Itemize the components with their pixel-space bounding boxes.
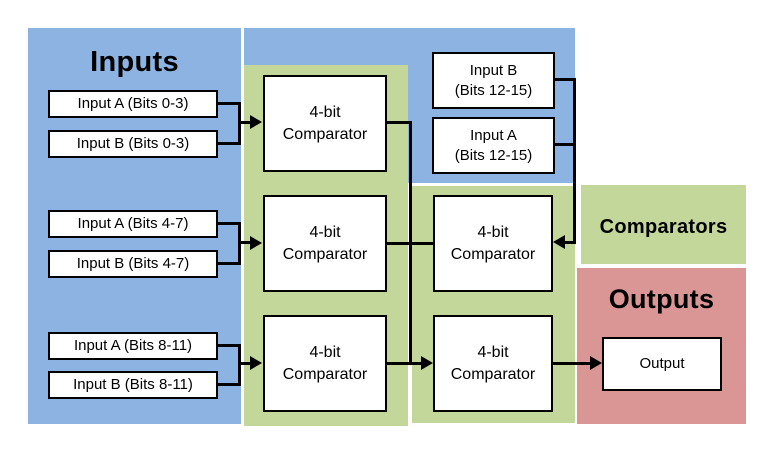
input-b-bits-0-3-label: Input B (Bits 0-3) xyxy=(76,135,190,153)
wire-input-b-12-15 xyxy=(555,78,576,81)
comparator-1-label-line1: 4-bit xyxy=(309,104,341,122)
output-box: Output xyxy=(602,337,722,391)
wire-input-b-4-7 xyxy=(218,262,241,265)
arrow-right-icon xyxy=(250,115,262,129)
outputs-title: Outputs xyxy=(608,284,715,314)
wire-input-a-0-3 xyxy=(218,102,241,105)
comparator-4-label-line1: 4-bit xyxy=(477,224,509,242)
inputs-title: Inputs xyxy=(90,46,179,78)
arrow-right-icon xyxy=(250,356,262,370)
arrow-right-icon xyxy=(421,356,433,370)
comparator-1-box: 4-bit Comparator xyxy=(263,75,387,172)
wire-stub-0-3 xyxy=(238,121,251,124)
arrow-right-icon xyxy=(590,356,602,370)
input-b-bits-0-3-box: Input B (Bits 0-3) xyxy=(48,130,218,158)
wire-join-8-11 xyxy=(238,344,241,386)
input-a-bits-0-3-label: Input A (Bits 0-3) xyxy=(77,95,189,113)
wire-comp5-to-output xyxy=(553,362,591,365)
wire-input-a-8-11 xyxy=(218,344,241,347)
comparator-2-box: 4-bit Comparator xyxy=(263,195,387,292)
comparator-5-label-line2: Comparator xyxy=(450,365,536,383)
input-a-bits-8-11-box: Input A (Bits 8-11) xyxy=(48,332,218,360)
comparator-4-box: 4-bit Comparator xyxy=(433,195,553,292)
wire-comp3-out xyxy=(385,362,421,365)
input-a-bits-0-3-box: Input A (Bits 0-3) xyxy=(48,90,218,118)
input-a-bits-4-7-label: Input A (Bits 4-7) xyxy=(77,215,189,233)
wire-input-a-4-7 xyxy=(218,222,241,225)
wire-input-b-8-11 xyxy=(218,383,241,386)
wire-stub-8-11 xyxy=(238,362,251,365)
wire-stub-4-7 xyxy=(238,241,251,244)
arrow-right-icon xyxy=(250,236,262,250)
comparators-region-right xyxy=(581,185,746,264)
comparator-1-label-line2: Comparator xyxy=(282,125,368,143)
input-a-bits-12-15-label-line2: (Bits 12-15) xyxy=(454,146,533,164)
comparator-5-label-line1: 4-bit xyxy=(477,344,509,362)
input-b-bits-8-11-box: Input B (Bits 8-11) xyxy=(48,371,218,399)
input-b-bits-12-15-box: Input B (Bits 12-15) xyxy=(432,52,555,109)
comparator-2-label-line2: Comparator xyxy=(282,245,368,263)
comparator-3-label-line2: Comparator xyxy=(282,365,368,383)
wire-comp2-to-comp4 xyxy=(385,242,435,245)
wire-input-b-0-3 xyxy=(218,142,241,145)
input-b-bits-12-15-label-line1: Input B xyxy=(469,61,518,79)
comparator-4-label-line2: Comparator xyxy=(450,245,536,263)
input-b-bits-12-15-label-line2: (Bits 12-15) xyxy=(454,81,533,99)
wire-input-a-12-15 xyxy=(555,143,576,146)
comparator-5-box: 4-bit Comparator xyxy=(433,315,553,412)
input-a-bits-8-11-label: Input A (Bits 8-11) xyxy=(73,337,193,355)
wire-comp1-out xyxy=(385,121,412,124)
input-a-bits-12-15-box: Input A (Bits 12-15) xyxy=(432,117,555,174)
arrow-left-icon xyxy=(553,235,565,249)
comparator-3-label-line1: 4-bit xyxy=(309,344,341,362)
input-a-bits-4-7-box: Input A (Bits 4-7) xyxy=(48,210,218,238)
input-b-bits-8-11-label: Input B (Bits 8-11) xyxy=(73,376,193,394)
input-b-bits-4-7-box: Input B (Bits 4-7) xyxy=(48,250,218,278)
wire-join-12-15 xyxy=(573,78,576,244)
comparator-2-label-line1: 4-bit xyxy=(309,224,341,242)
output-label: Output xyxy=(639,355,685,373)
input-b-bits-4-7-label: Input B (Bits 4-7) xyxy=(76,255,190,273)
comparator-3-box: 4-bit Comparator xyxy=(263,315,387,412)
comparators-title: Comparators xyxy=(599,216,728,238)
input-a-bits-12-15-label-line1: Input A xyxy=(470,126,517,144)
wire-stub-12-15 xyxy=(564,241,576,244)
